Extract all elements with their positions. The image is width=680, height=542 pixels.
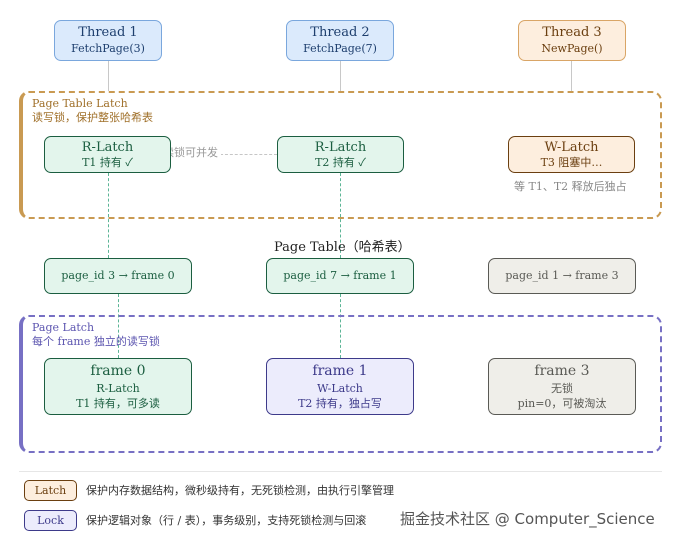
page-table-latch-title: Page Table Latch	[32, 97, 128, 110]
thread-3-call: NewPage()	[541, 42, 603, 55]
page-table-entry-3[interactable]: page_id 1 → frame 3	[488, 258, 636, 294]
frame-3-latch: 无锁	[551, 382, 573, 395]
page-latch-subtitle: 每个 frame 独立的读写锁	[32, 335, 160, 348]
legend-latch-key: Latch	[24, 480, 77, 501]
concurrent-read-connector	[171, 154, 277, 155]
page-table-latch-subtitle: 读写锁，保护整张哈希表	[32, 111, 153, 124]
legend-lock-key: Lock	[24, 510, 77, 531]
latch-1-status: T1 持有 ✓	[82, 156, 133, 169]
latch-2-status: T2 持有 ✓	[315, 156, 366, 169]
thread-1-box[interactable]: Thread 1 FetchPage(3)	[54, 20, 162, 61]
frame-3-status: pin=0，可被淘汰	[517, 397, 607, 410]
entry2-to-frame1-connector	[340, 294, 341, 358]
latch1-to-entry1-connector	[108, 173, 109, 258]
latch-2-mode: R-Latch	[314, 140, 367, 155]
thread-2-call: FetchPage(7)	[303, 42, 377, 55]
page-table-entry-1[interactable]: page_id 3 → frame 0	[44, 258, 192, 294]
legend-divider	[19, 471, 662, 472]
frame-0-box[interactable]: frame 0 R-Latch T1 持有，可多读	[44, 358, 192, 415]
frame-0-status: T1 持有，可多读	[76, 397, 160, 410]
wait-release-note: 等 T1、T2 释放后独占	[514, 180, 627, 193]
thread3-connector	[571, 61, 572, 91]
thread-3-name: Thread 3	[542, 25, 602, 40]
thread2-connector	[340, 61, 341, 91]
frame-1-box[interactable]: frame 1 W-Latch T2 持有，独占写	[266, 358, 414, 415]
frame-3-name: frame 3	[534, 363, 590, 379]
thread-2-name: Thread 2	[310, 25, 370, 40]
thread1-connector	[108, 61, 109, 91]
thread-3-w-latch[interactable]: W-Latch T3 阻塞中…	[508, 136, 635, 173]
thread-3-box[interactable]: Thread 3 NewPage()	[518, 20, 626, 61]
page-latch-title: Page Latch	[32, 321, 95, 334]
frame-0-name: frame 0	[90, 363, 146, 379]
frame-1-status: T2 持有，独占写	[298, 397, 382, 410]
page-latch-region	[19, 315, 662, 453]
frame-0-latch: R-Latch	[96, 382, 140, 395]
legend-lock-text: 保护逻辑对象（行 / 表），事务级别，支持死锁检测与回滚	[86, 514, 367, 527]
page-table-latch-region	[19, 91, 662, 219]
page-table-label: Page Table（哈希表）	[274, 240, 411, 255]
latch-3-mode: W-Latch	[544, 140, 599, 155]
latch2-to-entry2-connector	[340, 173, 341, 258]
frame-1-latch: W-Latch	[317, 382, 363, 395]
thread-2-r-latch[interactable]: R-Latch T2 持有 ✓	[277, 136, 404, 173]
thread-1-name: Thread 1	[78, 25, 138, 40]
page-table-entry-2[interactable]: page_id 7 → frame 1	[266, 258, 414, 294]
concurrent-read-note: 读锁可并发	[160, 144, 221, 160]
legend-latch-text: 保护内存数据结构，微秒级持有，无死锁检测，由执行引擎管理	[86, 484, 394, 497]
latch-1-mode: R-Latch	[81, 140, 134, 155]
thread-1-call: FetchPage(3)	[71, 42, 145, 55]
thread-1-r-latch[interactable]: R-Latch T1 持有 ✓	[44, 136, 171, 173]
frame-1-name: frame 1	[312, 363, 368, 379]
thread-2-box[interactable]: Thread 2 FetchPage(7)	[286, 20, 394, 61]
latch-3-status: T3 阻塞中…	[540, 156, 603, 169]
entry1-to-frame0-connector	[118, 294, 119, 358]
watermark: 掘金技术社区 @ Computer_Science	[400, 510, 655, 528]
frame-3-box[interactable]: frame 3 无锁 pin=0，可被淘汰	[488, 358, 636, 415]
